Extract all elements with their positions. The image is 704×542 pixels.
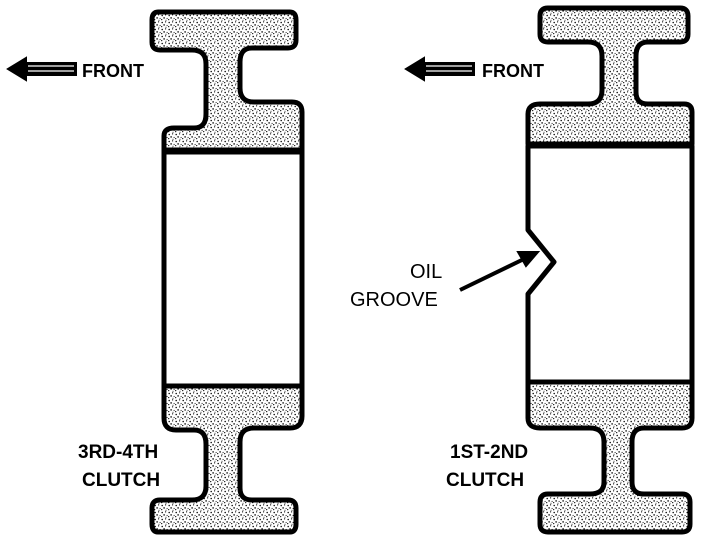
left-part-label-line2: CLUTCH xyxy=(82,470,160,491)
right-seal-center-band xyxy=(525,143,695,385)
oil-groove-pointer xyxy=(459,251,541,292)
right-part-label-line2: CLUTCH xyxy=(446,470,524,491)
left-seal-top-flange xyxy=(149,9,305,153)
right-seal-bottom-flange xyxy=(525,379,695,535)
left-front-label: FRONT xyxy=(82,61,144,81)
right-front-label: FRONT xyxy=(482,61,544,81)
left-seal-bottom-flange xyxy=(149,383,305,535)
right-seal-top-flange xyxy=(525,5,695,147)
left-seal-center-band xyxy=(161,149,305,389)
right-part-label-line1: 1ST-2ND xyxy=(450,442,528,463)
oil-groove-label-line2: GROOVE xyxy=(350,289,438,311)
oil-groove-label-line1: OIL xyxy=(410,261,442,283)
right-arrow-icon xyxy=(404,56,475,82)
left-front-arrow xyxy=(6,56,77,82)
left-seal-assembly xyxy=(149,9,305,535)
pointer-arrowhead-icon xyxy=(516,251,541,268)
right-seal-assembly xyxy=(525,5,695,535)
right-front-arrow xyxy=(404,56,475,82)
left-part-label-line1: 3RD-4TH xyxy=(78,442,158,463)
left-arrow-icon xyxy=(6,56,77,82)
